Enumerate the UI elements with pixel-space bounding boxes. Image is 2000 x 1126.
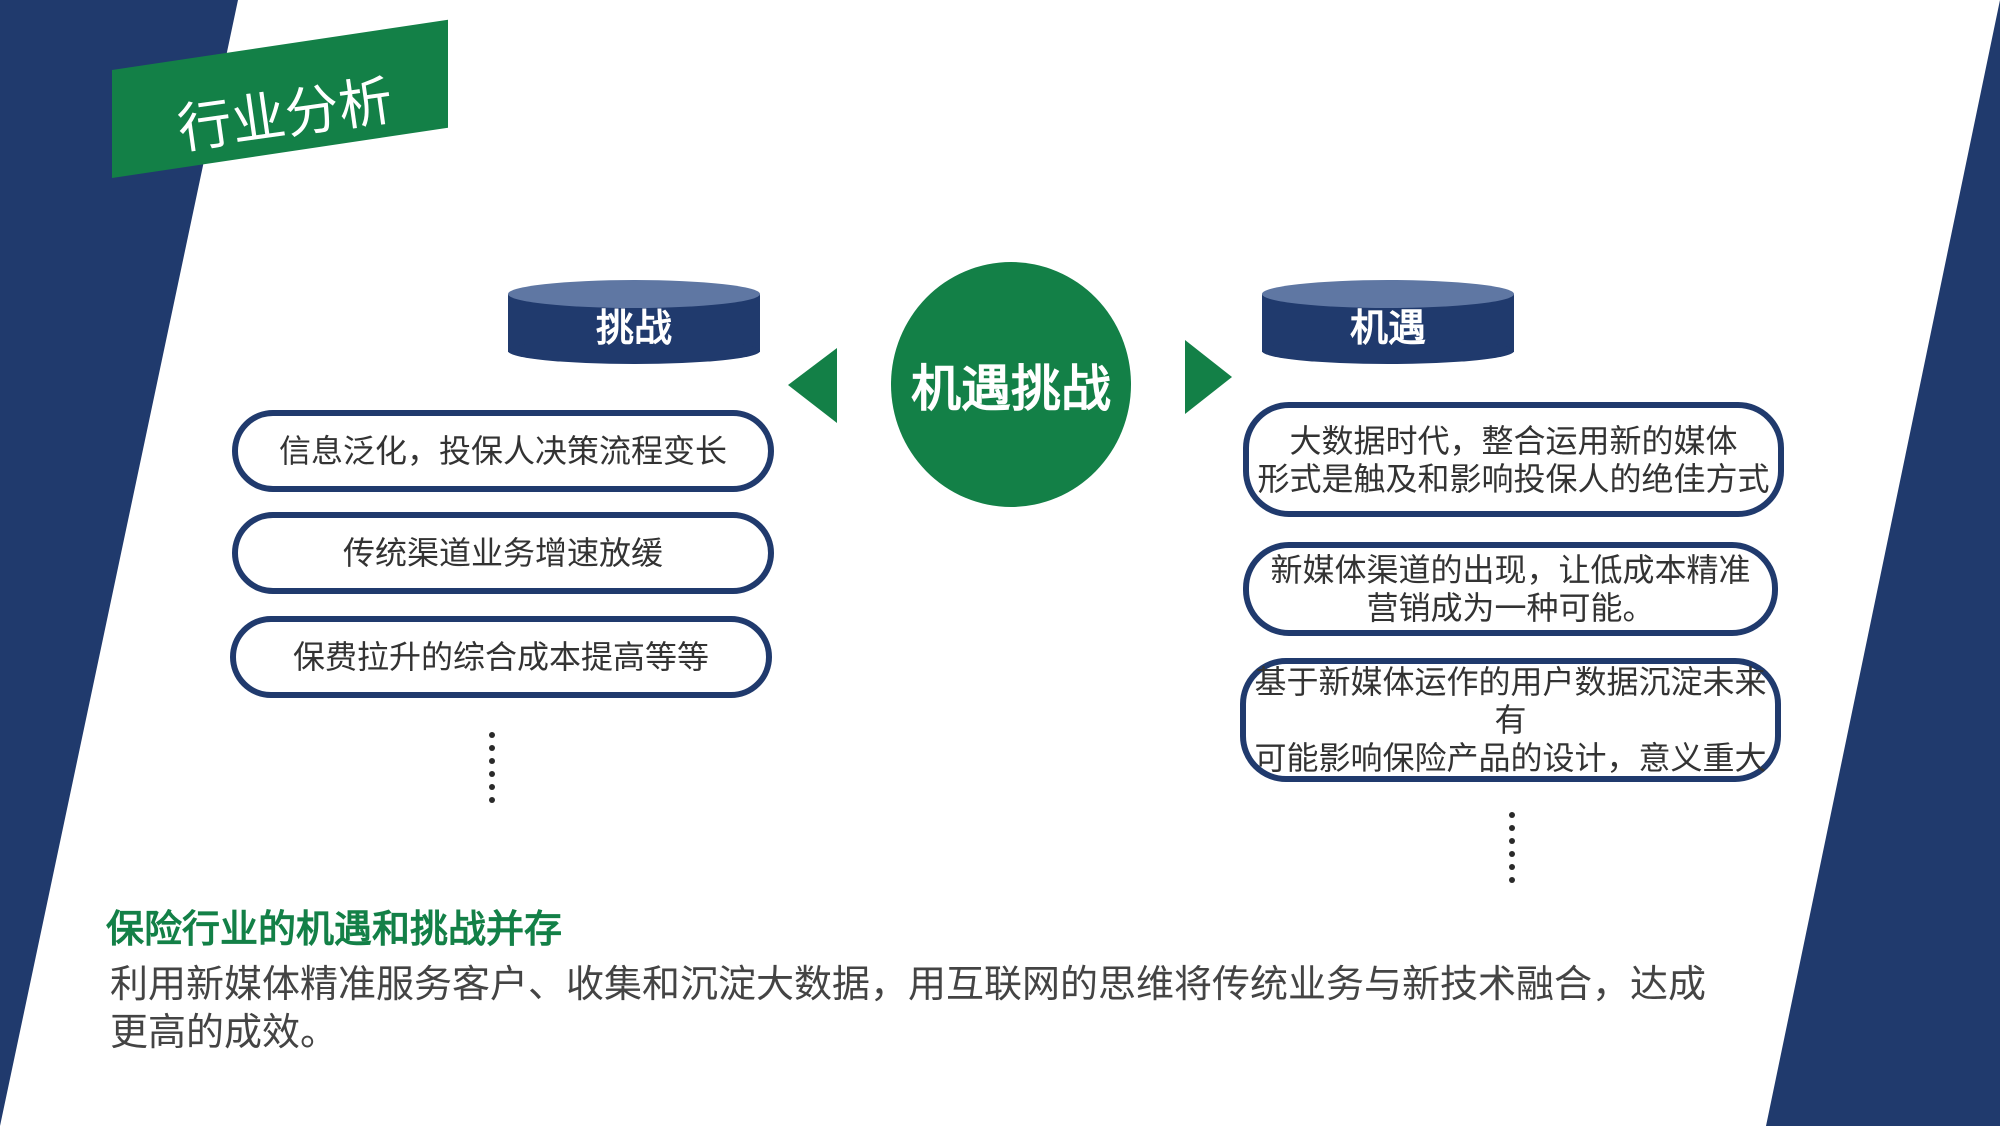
opportunity-item-line: 可能影响保险产品的设计，意义重大 — [1254, 739, 1767, 777]
opportunity-item-text: 大数据时代，整合运用新的媒体 形式是触及和影响投保人的绝佳方式 — [1257, 422, 1769, 498]
challenge-item: 保费拉升的综合成本提高等等 — [230, 616, 772, 698]
challenge-item-text: 传统渠道业务增速放缓 — [342, 534, 663, 572]
summary-title: 保险行业的机遇和挑战并存 — [106, 907, 563, 951]
opportunity-item: 大数据时代，整合运用新的媒体 形式是触及和影响投保人的绝佳方式 — [1243, 402, 1784, 517]
left-navy-band — [0, 0, 238, 1126]
opportunity-item-line: 新媒体渠道的出现，让低成本精准 — [1270, 551, 1751, 589]
challenge-item-text: 信息泛化，投保人决策流程变长 — [278, 432, 727, 470]
challenge-item: 信息泛化，投保人决策流程变长 — [232, 410, 774, 492]
opportunity-item-text: 基于新媒体运作的用户数据沉淀未来有 可能影响保险产品的设计，意义重大 — [1246, 663, 1775, 777]
opportunities-header-label: 机遇 — [1349, 306, 1426, 350]
opportunities-header-drum: 机遇 — [1262, 280, 1514, 364]
challenge-item-text: 保费拉升的综合成本提高等等 — [292, 638, 709, 676]
opportunity-item-text: 新媒体渠道的出现，让低成本精准 营销成为一种可能。 — [1270, 551, 1750, 627]
opportunity-item-line: 大数据时代，整合运用新的媒体 — [1289, 421, 1738, 460]
challenges-header-drum: 挑战 — [508, 280, 760, 364]
center-circle: 机遇挑战 — [891, 262, 1131, 507]
left-arrow-shape — [788, 348, 837, 423]
challenge-item: 传统渠道业务增速放缓 — [232, 512, 774, 594]
opportunity-item: 基于新媒体运作的用户数据沉淀未来有 可能影响保险产品的设计，意义重大 — [1240, 658, 1781, 782]
summary-body: 利用新媒体精准服务客户、收集和沉淀大数据，用互联网的思维将传统业务与新技术融合，… — [110, 962, 1707, 1054]
opportunity-item: 新媒体渠道的出现，让低成本精准 营销成为一种可能。 — [1243, 542, 1778, 636]
center-title: 机遇挑战 — [911, 359, 1111, 418]
right-arrow-shape — [1185, 340, 1232, 414]
challenges-more-dots — [487, 732, 497, 803]
opportunities-more-dots — [1507, 812, 1517, 883]
challenges-header-label: 挑战 — [595, 306, 672, 350]
opportunity-item-line: 营销成为一种可能。 — [1366, 589, 1655, 627]
opportunity-item-line: 基于新媒体运作的用户数据沉淀未来有 — [1254, 663, 1767, 739]
right-navy-band — [1766, 0, 2000, 1126]
opportunity-item-line: 形式是触及和影响投保人的绝佳方式 — [1257, 459, 1770, 498]
